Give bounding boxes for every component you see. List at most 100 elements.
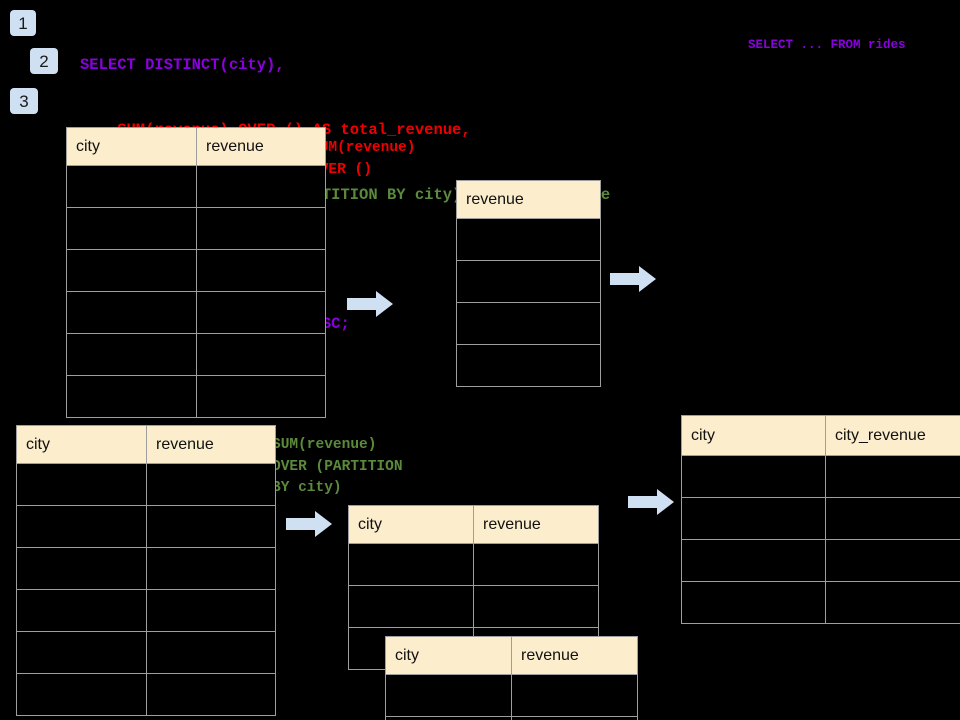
column-header-city: city [385, 636, 512, 675]
table-row [16, 631, 276, 674]
table-row [348, 543, 599, 586]
table-row [66, 165, 326, 208]
cell-revenue [146, 673, 276, 716]
step-badge-3-label: 3 [19, 91, 29, 111]
cell-city-revenue [825, 497, 960, 540]
cell-revenue [196, 207, 326, 250]
cell-city [348, 543, 474, 586]
column-header-revenue: revenue [473, 505, 599, 544]
table-partition-group-front: city revenue [385, 636, 638, 720]
table-row [66, 207, 326, 250]
cell-city-revenue [825, 455, 960, 498]
step-badge-2-label: 2 [39, 51, 49, 71]
cell-city [681, 455, 826, 498]
table-final-result: city city_revenue [681, 415, 960, 624]
column-header-city-revenue: city_revenue [825, 415, 960, 456]
arrow-total-to-result-icon [610, 265, 656, 293]
cell-revenue [196, 333, 326, 376]
table-row [681, 455, 960, 498]
column-header-revenue: revenue [146, 425, 276, 464]
table-row [681, 581, 960, 624]
cell-city [385, 716, 512, 720]
annotation-total-revenue-text: SUM(revenue) OVER () [311, 140, 416, 178]
arrow-source-to-partition-icon [286, 510, 332, 538]
cell-city [66, 291, 197, 334]
right-arrow-icon [347, 291, 393, 317]
table-header-row: revenue [456, 180, 601, 219]
select-from-rides-note-text: SELECT ... FROM rides [748, 38, 906, 52]
cell-city [16, 631, 147, 674]
column-header-city: city [66, 127, 197, 166]
cell-city [681, 581, 826, 624]
cell-city-revenue [825, 581, 960, 624]
arrow-partition-to-result-icon [628, 488, 674, 516]
cell-revenue [196, 249, 326, 292]
cell-city [16, 589, 147, 632]
step-badge-1: 1 [10, 10, 36, 36]
annotation-total-revenue: SUM(revenue) OVER () [311, 138, 415, 181]
table-row [16, 589, 276, 632]
table-row [66, 249, 326, 292]
table-row [681, 497, 960, 540]
cell-city [385, 674, 512, 717]
step-badge-1-label: 1 [18, 13, 28, 33]
cell-city [66, 165, 197, 208]
cell-city [66, 249, 197, 292]
cell-revenue [473, 543, 599, 586]
cell-city [16, 673, 147, 716]
annotation-city-revenue-text: SUM(revenue) OVER (PARTITION BY city) [272, 437, 403, 496]
table-header-row: city city_revenue [681, 415, 960, 456]
cell-revenue [146, 631, 276, 674]
table-row [16, 505, 276, 548]
cell-city [66, 333, 197, 376]
cell-city [348, 585, 474, 628]
table-header-row: city revenue [385, 636, 638, 675]
table-rides-source-top: city revenue [66, 127, 326, 418]
table-header-row: city revenue [16, 425, 276, 464]
cell-city [66, 375, 197, 418]
table-row [456, 344, 601, 387]
arrow-source-to-total-icon [347, 290, 393, 318]
table-row [681, 539, 960, 582]
cell-revenue [473, 585, 599, 628]
table-row [16, 463, 276, 506]
step-badge-2: 2 [30, 48, 58, 74]
cell-city [16, 547, 147, 590]
cell-revenue [456, 344, 601, 387]
table-rides-source-bottom: city revenue [16, 425, 276, 716]
table-row [456, 218, 601, 261]
cell-city [66, 207, 197, 250]
column-header-city: city [348, 505, 474, 544]
cell-city [16, 505, 147, 548]
right-arrow-icon [628, 489, 674, 515]
cell-revenue [196, 165, 326, 208]
step-badge-3: 3 [10, 88, 38, 114]
table-row [456, 302, 601, 345]
table-row [66, 333, 326, 376]
cell-revenue [196, 291, 326, 334]
annotation-city-revenue: SUM(revenue) OVER (PARTITION BY city) [272, 435, 403, 500]
table-row [16, 547, 276, 590]
right-arrow-icon [610, 266, 656, 292]
select-from-rides-note: SELECT ... FROM rides [748, 36, 908, 55]
cell-revenue [456, 302, 601, 345]
cell-revenue [196, 375, 326, 418]
cell-revenue [511, 716, 638, 720]
column-header-revenue: revenue [511, 636, 638, 675]
sql-line-select: SELECT DISTINCT(city), [80, 56, 285, 75]
cell-city [16, 463, 147, 506]
cell-revenue [146, 547, 276, 590]
table-row [385, 674, 638, 717]
column-header-revenue: revenue [456, 180, 601, 219]
column-header-revenue: revenue [196, 127, 326, 166]
cell-revenue [146, 463, 276, 506]
table-row [66, 291, 326, 334]
column-header-city: city [16, 425, 147, 464]
table-total-revenue: revenue [456, 180, 601, 387]
table-row [456, 260, 601, 303]
table-row [66, 375, 326, 418]
cell-city [681, 539, 826, 582]
table-header-row: city revenue [348, 505, 599, 544]
cell-revenue [146, 505, 276, 548]
